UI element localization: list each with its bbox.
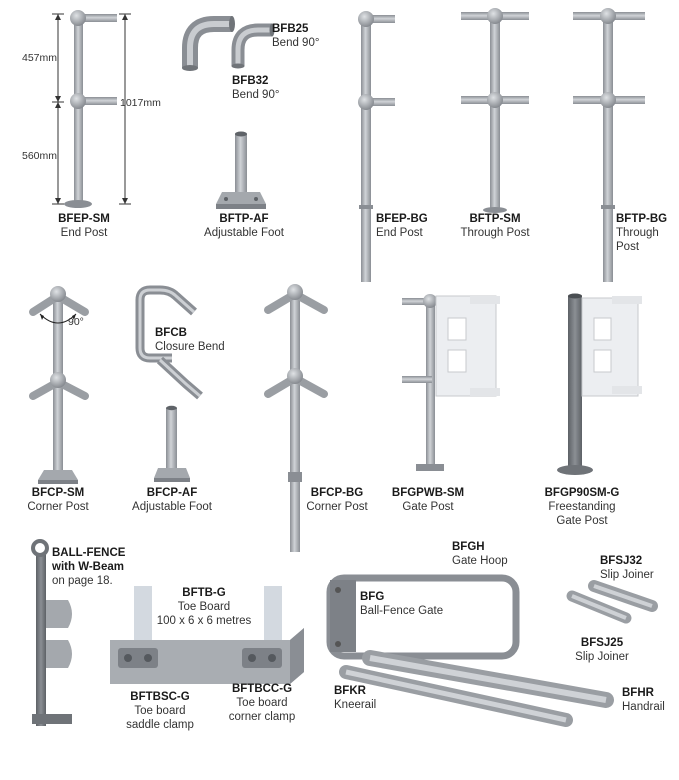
bfcb-closure-bend-illustration [135,285,203,400]
bfgpwb-sm-gate-post-illustration [402,294,500,471]
rail-illustrations [339,650,614,727]
bfcp-bg-post-illustration [264,284,328,552]
toe-board-illustration [110,586,304,684]
dimension-angle: 90° [68,316,84,328]
slip-joiner-illustrations [566,580,658,624]
dimension-lower: 560mm [22,150,58,162]
bftp-bg-post-illustration [573,8,645,282]
bfcp-af-foot-illustration [154,405,190,482]
dimension-total: 1017mm [120,97,161,109]
bfcp-sm-post-illustration [29,286,89,484]
ball-fence-gate-illustration [326,574,520,660]
bfep-bg-post-illustration [358,11,395,282]
dimension-upper: 457mm [22,52,58,64]
bfep-sm-post-illustration [52,10,131,208]
bftp-sm-post-illustration [461,8,529,213]
bftp-af-foot-illustration [216,131,266,209]
ball-fence-wbeam-illustration [31,539,72,726]
bend-90-illustrations [182,16,275,71]
bfgp90sm-g-gate-post-illustration [557,293,642,475]
